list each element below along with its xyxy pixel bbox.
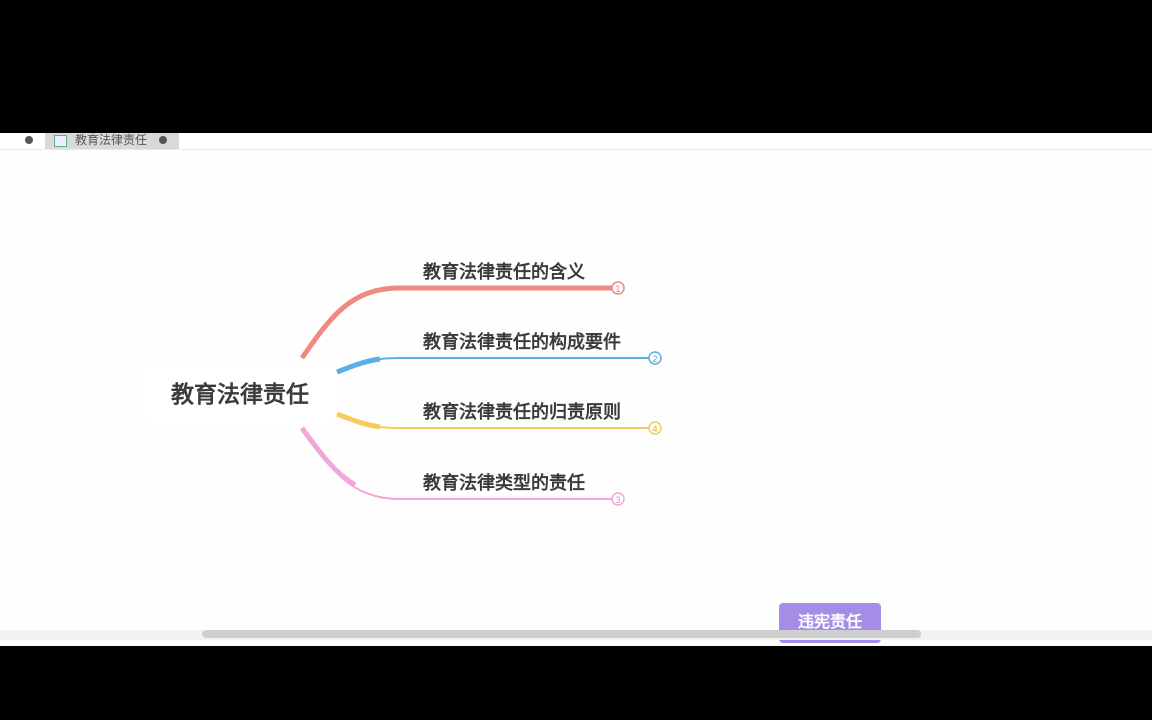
branch-topic-4[interactable]: 教育法律类型的责任: [423, 473, 585, 494]
branch-badge-2: [648, 351, 662, 365]
badge-text-1: 1: [615, 285, 621, 295]
badge-text-2: 2: [652, 355, 658, 365]
branch-badge-3: [611, 492, 625, 506]
mindmap-canvas[interactable]: 教育法律责任 1 2 4 3 教育法律责任 教育法律责任的含义 教育法律责任的构…: [0, 133, 1152, 646]
branch-topic-2[interactable]: 教育法律责任的构成要件: [423, 332, 621, 353]
scrollbar-thumb[interactable]: [202, 630, 921, 638]
root-topic[interactable]: 教育法律责任: [145, 365, 335, 425]
tab-document[interactable]: 教育法律责任: [45, 133, 179, 149]
badge-text-4: 4: [652, 425, 658, 435]
window-dot: [25, 136, 33, 144]
badge-text-3: 3: [615, 496, 621, 506]
branch-connectors: 1 2 4 3: [299, 281, 662, 506]
horizontal-scrollbar[interactable]: [0, 630, 1152, 640]
tab-title: 教育法律责任: [75, 133, 148, 147]
tab-close-icon[interactable]: [159, 136, 167, 144]
branch-badge-1: [611, 281, 625, 295]
xmind-file-icon: [54, 135, 67, 147]
connector-2: [336, 357, 649, 373]
branch-topic-1[interactable]: 教育法律责任的含义: [423, 262, 585, 283]
connector-1: [299, 285, 612, 360]
branch-badge-4: [648, 421, 662, 435]
branch-topic-3[interactable]: 教育法律责任的归责原则: [423, 402, 621, 423]
tab-bar: 教育法律责任: [0, 133, 1152, 150]
